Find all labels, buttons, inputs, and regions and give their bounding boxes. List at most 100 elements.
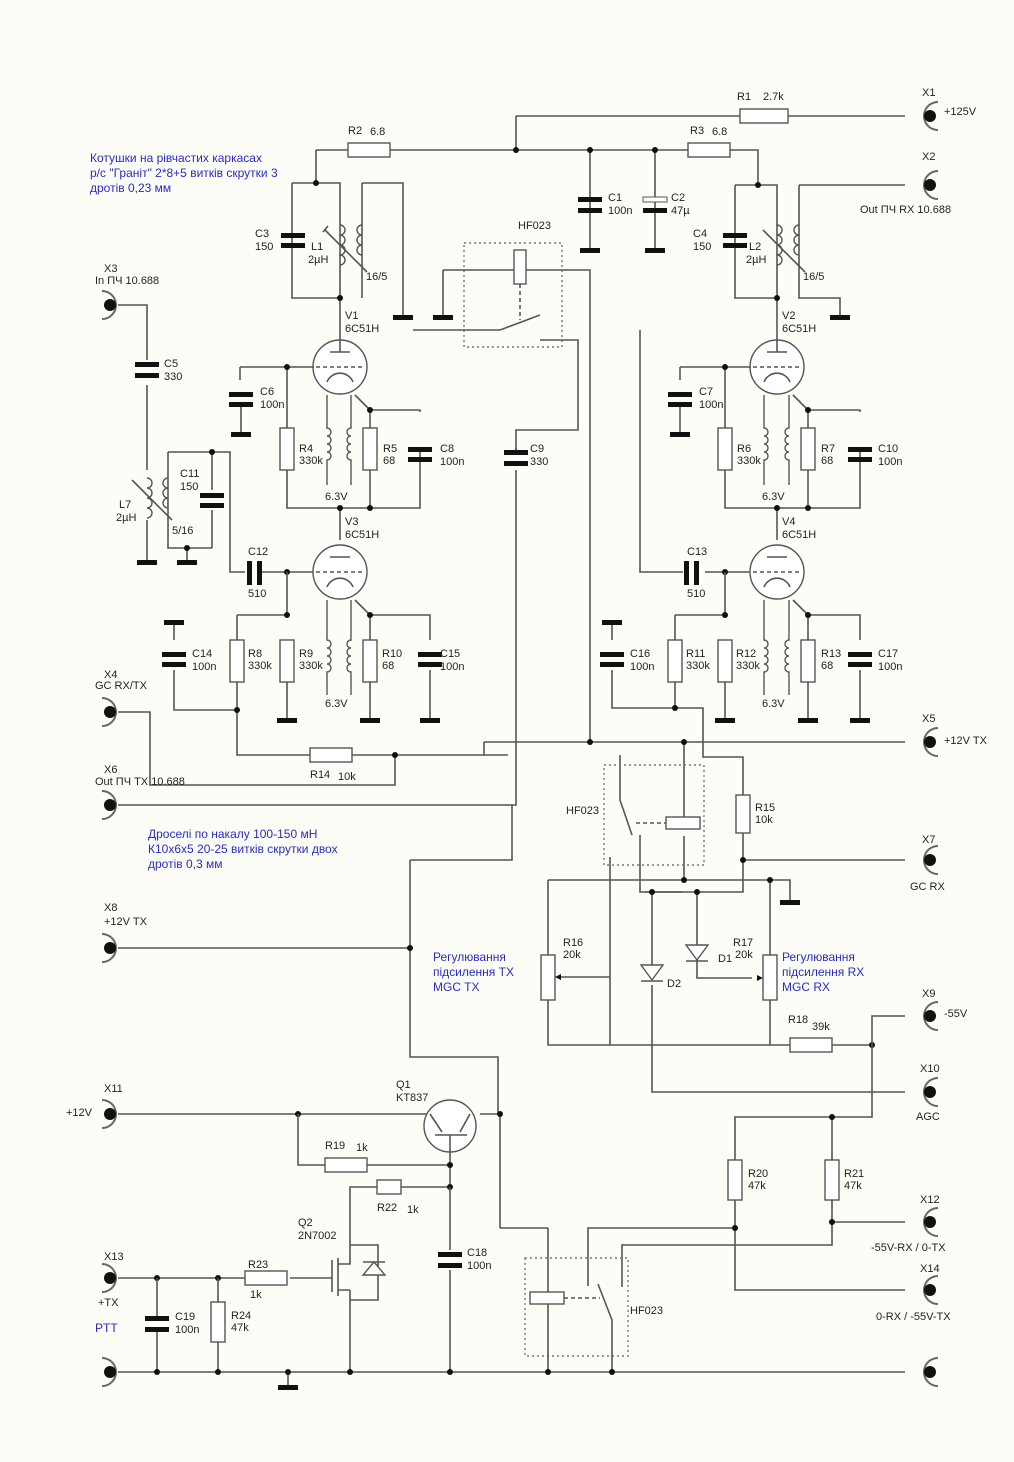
label-C6: C6: [260, 386, 274, 398]
label-L1: L1: [311, 241, 323, 253]
label-X6-id: X6: [104, 764, 117, 776]
r20-r21-wiring: [587, 1200, 905, 1291]
label-C1: C1: [608, 192, 622, 204]
label-D1: D1: [718, 953, 732, 965]
value-R21: 47k: [844, 1180, 862, 1192]
label-R13: R13: [821, 648, 841, 660]
tube-V2: [749, 339, 805, 395]
label-V3: V3: [345, 516, 358, 528]
label-X8: +12V TX: [104, 916, 148, 928]
connector-X10[interactable]: [923, 1077, 939, 1107]
value-C1: 100n: [608, 205, 632, 217]
note-coils-line1: Котушки на рівчастих каркасах: [90, 151, 262, 165]
value-R20: 47k: [748, 1180, 766, 1192]
capacitor-C7: [668, 392, 692, 432]
heater-label-V4: 6.3V: [762, 698, 785, 710]
heater-choke-V1: [326, 395, 352, 485]
note-chokes-line2: К10х6х5 20-25 витків скрутки двох: [148, 842, 338, 856]
inductor-L1: [322, 224, 368, 273]
ground-bus: [118, 1371, 905, 1385]
resistor-R21: [824, 1159, 840, 1201]
label-R20: R20: [748, 1168, 768, 1180]
diode-D2: [639, 964, 665, 982]
value-C3: 150: [255, 241, 273, 253]
inductor-L2: [762, 224, 806, 273]
resistor-R11: [667, 639, 683, 683]
connector-gnd-left[interactable]: [101, 1357, 117, 1387]
label-R8: R8: [248, 648, 262, 660]
value-C16: 100n: [630, 661, 654, 673]
connector-X13[interactable]: [101, 1263, 117, 1293]
note-mgc-tx-line1: Регулювання: [433, 950, 506, 964]
heater-choke-V2: [763, 395, 790, 485]
value-R14: 10k: [338, 771, 356, 783]
c9-wiring: [118, 448, 517, 806]
tank-L1-wiring: [291, 182, 404, 340]
label-R16: R16: [563, 937, 583, 949]
x13-wiring: [118, 1277, 351, 1372]
connector-X7[interactable]: [923, 845, 939, 875]
note-mgc-rx-line2: підсилення RX: [782, 965, 864, 979]
connector-X2[interactable]: [923, 170, 939, 200]
capacitor-C14: [162, 652, 186, 667]
label-C12: C12: [248, 546, 268, 558]
value-L2: 2µH: [746, 254, 766, 266]
value-C18: 100n: [467, 1260, 491, 1272]
label-C5: C5: [164, 358, 178, 370]
label-X5-id: X5: [922, 713, 935, 725]
label-C18: C18: [467, 1247, 487, 1259]
label-X3-id: X3: [104, 263, 117, 275]
note-ptt: PTT: [95, 1321, 118, 1335]
connector-X1[interactable]: [923, 101, 939, 131]
label-X2-id: X2: [922, 151, 935, 163]
input-wiring: [118, 304, 245, 573]
relay-hf023-top: [413, 249, 591, 450]
capacitor-C18: [438, 1252, 462, 1268]
value-C15: 100n: [440, 661, 464, 673]
resistor-R12: [717, 639, 733, 683]
connector-X11[interactable]: [101, 1099, 117, 1129]
connector-X5[interactable]: [923, 727, 939, 757]
label-R4: R4: [299, 443, 313, 455]
connector-X14[interactable]: [923, 1275, 939, 1305]
capacitor-C2: [642, 196, 668, 213]
label-X4-id: X4: [104, 669, 117, 681]
label-relay-mid: HF023: [566, 805, 599, 817]
v3-cathode-wiring: [118, 572, 508, 786]
connector-X6[interactable]: [101, 790, 117, 820]
value-R18: 39k: [812, 1021, 830, 1033]
type-V1: 6C51H: [345, 323, 379, 335]
label-V1: V1: [345, 310, 358, 322]
connector-X4[interactable]: [101, 697, 117, 727]
label-X1: +125V: [944, 106, 977, 118]
label-R12: R12: [736, 648, 756, 660]
value-C8: 100n: [440, 456, 464, 468]
relay-hf023-mid-box: [603, 764, 705, 866]
connector-X8[interactable]: [101, 933, 117, 963]
heater-label-V1: 6.3V: [325, 491, 348, 503]
label-relay-top: HF023: [518, 220, 551, 232]
connector-X12[interactable]: [923, 1207, 939, 1237]
capacitor-C16: [600, 652, 624, 667]
label-R5: R5: [383, 443, 397, 455]
resistor-R20: [727, 1159, 743, 1201]
capacitor-C11: [200, 493, 224, 508]
resistor-R14: [309, 747, 353, 763]
resistor-R3: [687, 142, 731, 158]
connector-X3[interactable]: [101, 290, 117, 320]
label-X13-id: X13: [104, 1251, 124, 1263]
value-R13: 68: [821, 660, 833, 672]
label-X9-id: X9: [922, 988, 935, 1000]
label-R7: R7: [821, 443, 835, 455]
value-R15: 10k: [755, 814, 773, 826]
label-X12-id: X12: [920, 1194, 940, 1206]
label-Q2: Q2: [298, 1217, 313, 1229]
label-R21: R21: [844, 1168, 864, 1180]
capacitor-C6: [229, 392, 253, 432]
value-C19: 100n: [175, 1324, 199, 1336]
potentiometer-R16: [540, 954, 610, 1001]
v4-cathode-wiring: [611, 572, 861, 795]
connector-gnd-right[interactable]: [923, 1357, 939, 1387]
connector-X9[interactable]: [923, 1001, 939, 1031]
